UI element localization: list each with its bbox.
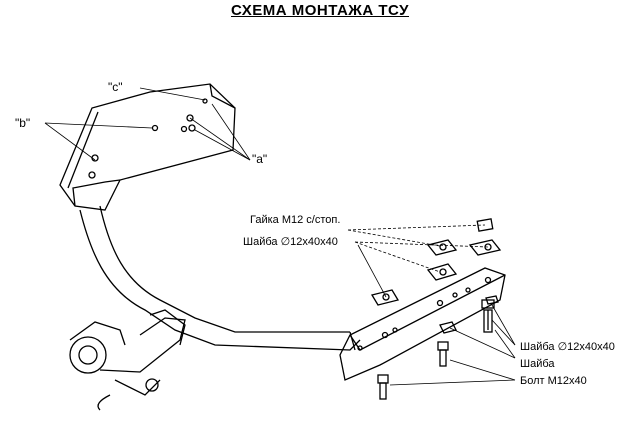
tow-ball <box>69 309 186 411</box>
leader-lines <box>44 87 516 386</box>
left-mounting-plate <box>59 83 236 211</box>
right-mounting-plate <box>339 267 506 381</box>
label-washer-right: Шайба ∅12х40х40 <box>520 341 615 353</box>
crossbar <box>79 205 361 351</box>
label-washer: Шайба <box>520 358 555 370</box>
label-c: "c" <box>108 80 123 94</box>
label-a: "a" <box>252 152 268 166</box>
hardware-bottom <box>377 295 499 400</box>
label-nut: Гайка М12 с/стоп. <box>250 214 341 226</box>
label-washer-top: Шайба ∅12х40х40 <box>243 236 338 248</box>
label-b: "b" <box>15 116 31 130</box>
page-title: СХЕМА МОНТАЖА ТСУ <box>231 2 409 19</box>
label-bolt: Болт М12х40 <box>520 375 587 387</box>
